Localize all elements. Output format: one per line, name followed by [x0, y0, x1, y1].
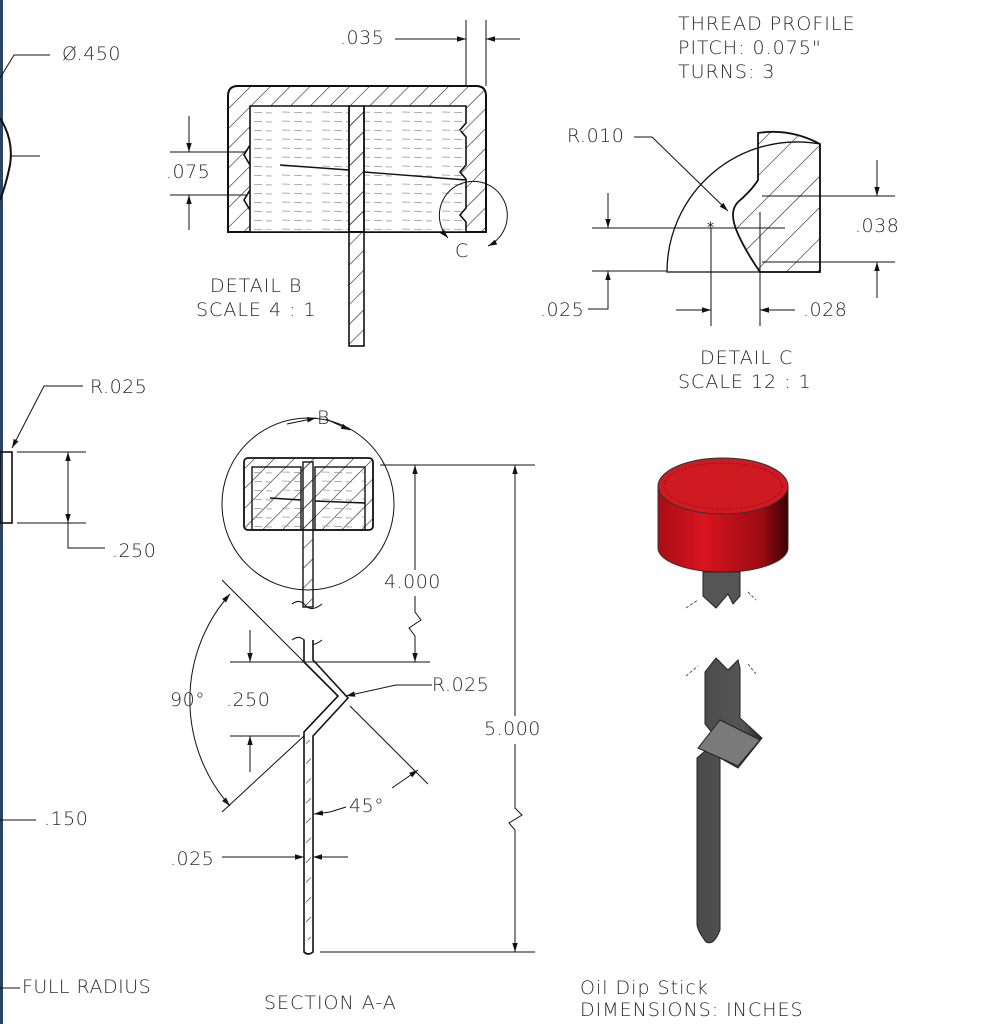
bend-angle-label: 90° [170, 689, 206, 711]
drawing-title: Oil Dip Stick [580, 977, 709, 999]
thread-depth-label: .028 [803, 299, 848, 321]
section-aa-title: SECTION A-A [264, 992, 397, 1014]
isometric-model [657, 457, 789, 944]
left-view [0, 54, 105, 989]
left-radius-label: R.025 [90, 376, 148, 398]
thickness-label: .025 [170, 848, 215, 870]
window-edge [0, 0, 3, 1024]
svg-text:*: * [707, 220, 714, 236]
diameter-label: Ø.450 [62, 43, 121, 65]
detail-c-scale: SCALE 12 : 1 [678, 371, 812, 393]
thread-pitch: PITCH: 0.075" [678, 37, 822, 59]
thread-radius-label: R.010 [567, 125, 625, 147]
thread-turns: TURNS: 3 [678, 61, 776, 83]
detail-b-callout: B [317, 407, 330, 429]
thread-height-label: .038 [855, 215, 900, 237]
wall-thickness-label: .035 [340, 27, 385, 49]
pitch-dim-label: .075 [166, 161, 211, 183]
detail-b-title: DETAIL B [210, 275, 303, 297]
bend-offset-label: .250 [226, 689, 271, 711]
full-radius-label: FULL RADIUS [22, 976, 152, 998]
thread-profile-title: THREAD PROFILE [678, 13, 856, 35]
left-height-label: .250 [112, 540, 157, 562]
detail-c-drawing: * [588, 130, 895, 326]
detail-b-drawing [170, 20, 520, 347]
units-note: DIMENSIONS: INCHES [580, 999, 804, 1021]
bend-radius-label: R.025 [432, 674, 490, 696]
thread-offset-label: .025 [540, 299, 585, 321]
bend-slope-label: 45° [349, 795, 385, 817]
detail-c-title: DETAIL C [700, 347, 794, 369]
upper-length-label: 4.000 [384, 571, 441, 593]
left-width-label: .150 [44, 808, 89, 830]
detail-c-callout: C [455, 240, 469, 262]
detail-b-scale: SCALE 4 : 1 [196, 299, 317, 321]
section-aa-drawing [189, 417, 535, 955]
thread-profile-notes: THREAD PROFILE PITCH: 0.075" TURNS: 3 [678, 12, 856, 84]
total-length-label: 5.000 [484, 718, 541, 740]
